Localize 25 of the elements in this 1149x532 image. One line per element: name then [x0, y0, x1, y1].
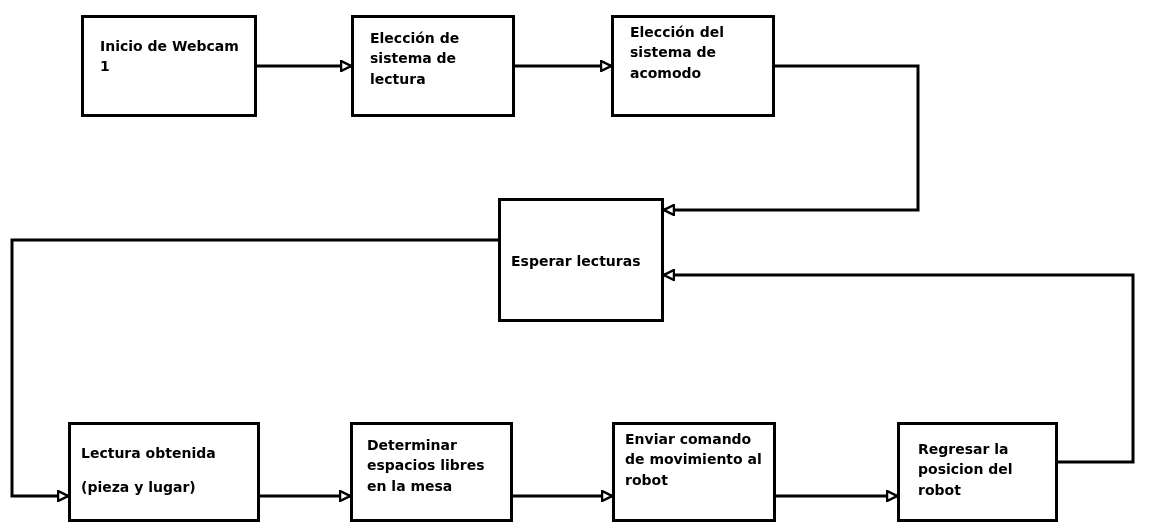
- process-box: [81, 15, 257, 117]
- arrow: [10, 238, 498, 503]
- arrow: [515, 59, 613, 73]
- process-box: [611, 15, 775, 117]
- step-label: Regresar la posicion del robot: [918, 440, 1014, 500]
- process-box: [68, 422, 260, 522]
- step-label: Enviar comando de movimiento al robot: [625, 430, 763, 490]
- step-label: Inicio de Webcam 1: [100, 37, 240, 77]
- arrow: [257, 59, 353, 73]
- arrow: [513, 489, 614, 503]
- process-box: [350, 422, 513, 522]
- process-box: [351, 15, 515, 117]
- arrow: [260, 489, 352, 503]
- process-box: [612, 422, 776, 522]
- step-label: Determinar espacios libres en la mesa: [367, 436, 486, 496]
- step-label: Lectura obtenida: [81, 444, 217, 463]
- arrow: [662, 268, 1135, 464]
- step-label: Esperar lecturas: [511, 252, 642, 271]
- step-label: Elección del sistema de acomodo: [630, 23, 726, 83]
- step-label: Elección de sistema de lectura: [370, 29, 461, 89]
- arrow: [776, 489, 899, 503]
- process-box: [498, 198, 664, 322]
- step-note: (pieza y lugar): [81, 478, 197, 498]
- process-box: [897, 422, 1058, 522]
- arrow: [662, 64, 920, 217]
